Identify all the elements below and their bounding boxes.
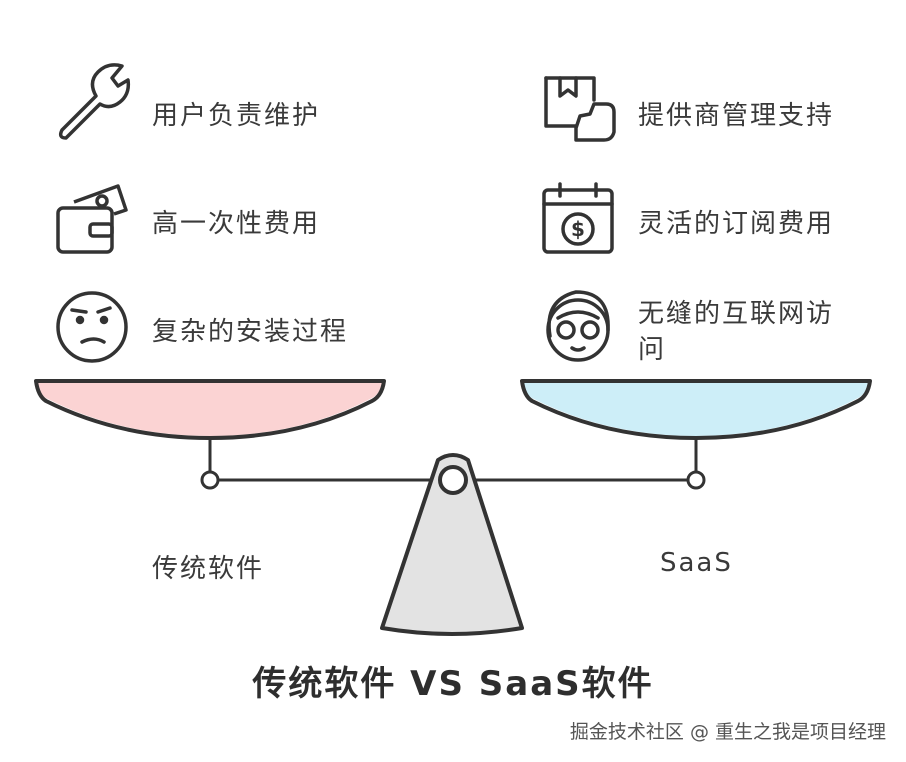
right-side-label: SaaS — [660, 548, 733, 578]
left-side-label: 传统软件 — [152, 554, 265, 584]
left-pan — [34, 379, 386, 440]
calendar-dollar-icon: $ — [542, 182, 614, 254]
right-item-support: 提供商管理支持 — [638, 101, 835, 131]
right-item-subscription: 灵活的订阅费用 — [638, 209, 835, 239]
svg-text:$: $ — [571, 217, 585, 241]
balance-stand — [380, 453, 524, 636]
box-hand-icon — [544, 76, 616, 142]
happy-face-icon — [546, 290, 610, 362]
left-item-install: 复杂的安装过程 — [152, 317, 349, 347]
wrench-icon — [58, 63, 131, 140]
right-pan — [520, 379, 872, 440]
right-item-access: 无缝的互联网访问 — [638, 299, 835, 365]
left-item-cost: 高一次性费用 — [152, 209, 321, 239]
left-item-maintenance: 用户负责维护 — [152, 101, 321, 131]
wallet-icon — [56, 184, 128, 254]
confused-face-icon — [56, 291, 128, 363]
diagram-title: 传统软件 VS SaaS软件 — [252, 664, 654, 704]
watermark: 掘金技术社区 @ 重生之我是项目经理 — [569, 721, 886, 743]
